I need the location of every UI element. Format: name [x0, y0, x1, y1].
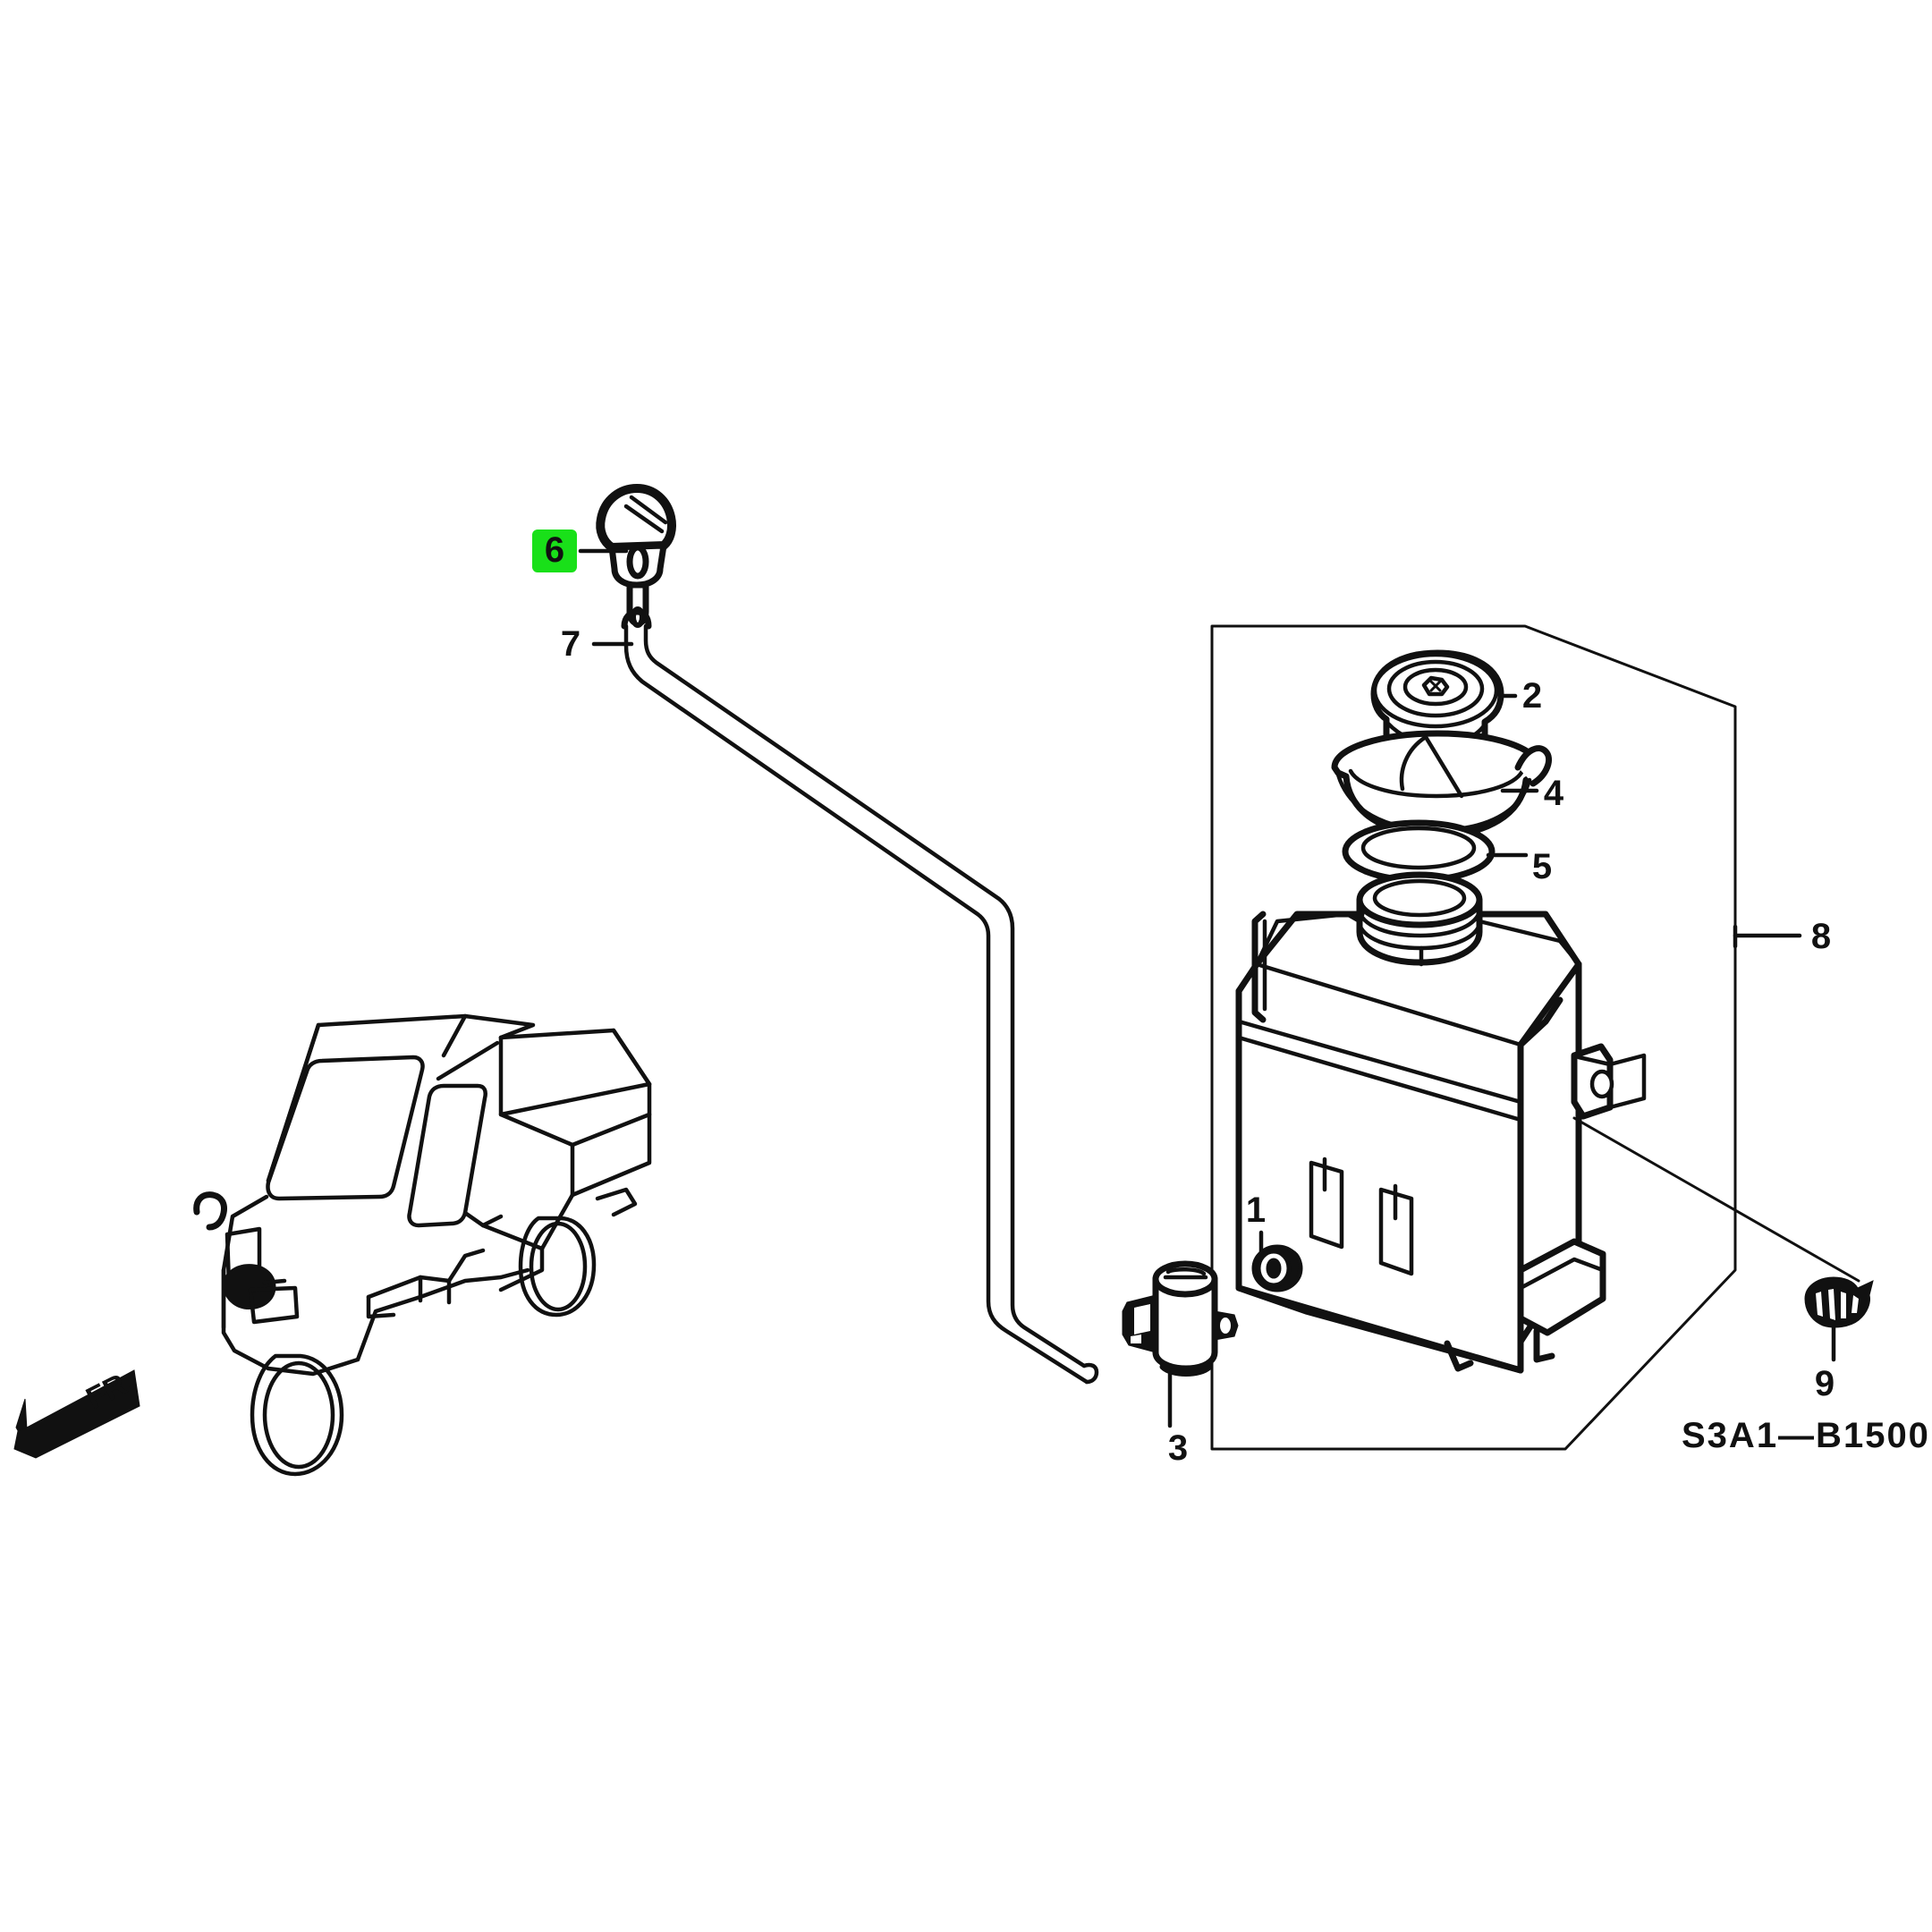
callout-label-3[interactable]: 3 — [1168, 1428, 1188, 1468]
callout-label-4[interactable]: 4 — [1544, 774, 1564, 813]
callout-label-1[interactable]: 1 — [1246, 1191, 1266, 1230]
callout-label-5[interactable]: 5 — [1532, 847, 1552, 886]
diagram-part-number: S3A1—B1500 — [1682, 1416, 1930, 1455]
callout-label-6[interactable]: 6 — [545, 530, 564, 570]
callout-label-8[interactable]: 8 — [1811, 917, 1831, 956]
leader-line-9 — [1572, 1116, 1860, 1283]
front-direction-arrow — [13, 1369, 140, 1459]
washer-tank-assembly-boundary — [1210, 624, 1737, 1451]
vehicle-illustration — [193, 1013, 652, 1477]
washer-tube-part[interactable] — [621, 608, 1099, 1385]
callout-label-9[interactable]: 9 — [1815, 1364, 1835, 1403]
grommet-part[interactable] — [1251, 1244, 1303, 1292]
highlight-box-item-6 — [532, 530, 577, 572]
washer-reservoir-tank[interactable] — [1235, 871, 1647, 1374]
callout-label-2[interactable]: 2 — [1522, 676, 1542, 716]
washer-pump-part[interactable] — [1122, 1260, 1239, 1377]
tank-clip-part[interactable] — [1804, 1276, 1874, 1362]
filler-seal-ring-part[interactable] — [1342, 819, 1496, 884]
callout-label-7[interactable]: 7 — [561, 624, 580, 664]
